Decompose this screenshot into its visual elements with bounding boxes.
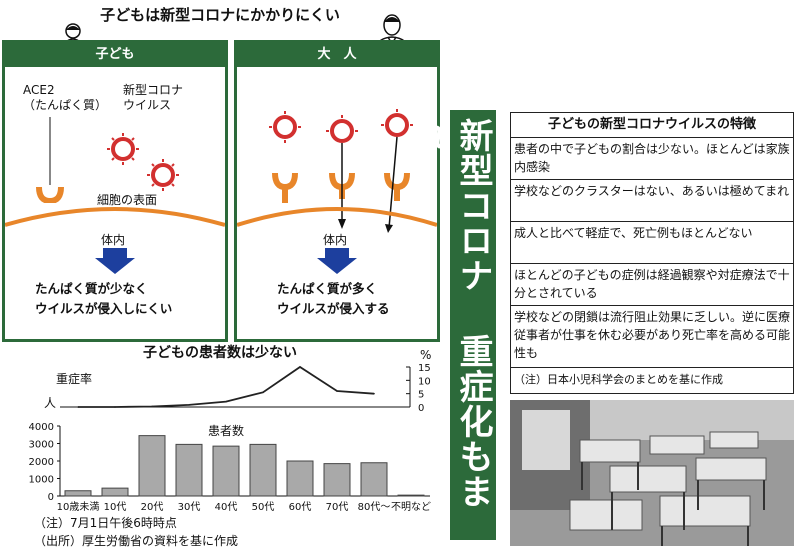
patients-category-label: 30代 xyxy=(178,501,201,513)
patients-tick-label: 2000 xyxy=(29,457,54,468)
patients-category-label: 20代 xyxy=(141,501,164,513)
chart-note-2: （出所）厚生労働省の資料を基に作成 xyxy=(34,534,239,548)
severity-axis-label: 人 xyxy=(44,396,57,410)
feature-table-title: 子どもの新型コロナウイルスの特徴 xyxy=(510,112,794,138)
severity-point xyxy=(262,391,264,394)
severity-point xyxy=(336,390,338,392)
virus-icon xyxy=(107,133,139,165)
feature-table xyxy=(510,112,794,394)
cell-surface-line xyxy=(5,207,225,227)
virus-icon xyxy=(147,159,179,191)
feature-table-note: （注）日本小児科学会のまとめを基に作成 xyxy=(514,373,723,386)
severity-unit: % xyxy=(420,348,432,362)
chart-note-1: （注）7月1日午後6時時点 xyxy=(34,516,177,530)
feature-row-4: ほとんどの子どもの症例は経過観察や対症療法で十分とされている xyxy=(510,264,794,306)
severity-label: 重症率 xyxy=(56,372,93,386)
feature-row-3: 成人と比べて軽症で、死亡例もほとんどない xyxy=(510,222,794,264)
cell-surface-line xyxy=(237,207,437,227)
top-title: 子どもは新型コロナにかかりにくい xyxy=(100,6,340,24)
feature-row-5: 学校などの閉鎖は流行阻止効果に乏しい。逆に医療従事者が仕事を休む必要があり死亡率… xyxy=(510,306,794,368)
patients-category-label: 10代 xyxy=(104,501,127,513)
headline-bar xyxy=(450,110,496,540)
severity-point xyxy=(77,406,79,408)
patients-category-label: 10歳未満 xyxy=(57,501,100,513)
patients-tick-label: 1000 xyxy=(29,475,54,486)
patients-bar xyxy=(175,443,203,497)
patients-bar xyxy=(212,445,240,497)
severity-point xyxy=(299,366,301,368)
patients-bar-chart: 0 1000 2000 3000 4000 10歳未満 10代 20代 30代 40代 50代 60代… xyxy=(29,422,431,513)
patients-bar xyxy=(64,490,92,497)
feature-row-2: 学校などのクラスターはない、あるいは極めてまれ xyxy=(510,180,794,222)
severity-point xyxy=(188,404,190,406)
headline: 新型コロナ 重症化もまれ xyxy=(407,118,493,509)
severity-tick-label: 0 xyxy=(418,403,424,414)
child-panel: 子ども ACE2 （たんぱく質） 新型コロナ ウイルス xyxy=(2,40,228,342)
ace2-label: ACE2 （たんぱく質） xyxy=(23,83,108,112)
cell-surface-label: 細胞の表面 xyxy=(97,193,158,207)
patients-tick-label: 4000 xyxy=(29,422,54,433)
patients-category-label: 40代 xyxy=(215,501,238,513)
feature-row-1: 患者の中で子どもの割合は少ない。ほとんどは家族内感染 xyxy=(510,138,794,180)
patients-bar xyxy=(286,460,314,497)
patients-bar xyxy=(101,487,129,497)
patients-bar xyxy=(138,435,166,497)
severity-point xyxy=(373,392,375,395)
inside-label: 体内 xyxy=(323,233,348,247)
down-arrow-icon xyxy=(317,248,357,274)
classroom-photo xyxy=(510,400,794,546)
patients-category-label: 80代～ xyxy=(358,501,391,513)
severity-line-chart: 0 5 10 15 xyxy=(60,363,431,414)
severity-point xyxy=(151,405,153,408)
patients-bar xyxy=(249,443,277,497)
patients-tick-label: 0 xyxy=(48,492,54,503)
patients-category-label: 70代 xyxy=(326,501,349,513)
child-cell-diagram xyxy=(36,117,179,203)
patients-bar xyxy=(323,463,351,497)
patients-category-label: 60代 xyxy=(289,501,312,513)
child-result-text: たんぱく質が少なく ウイルスが侵入しにくい xyxy=(35,281,173,316)
patients-label: 患者数 xyxy=(208,424,245,438)
patients-category-label: 不明など xyxy=(391,501,431,513)
adult-panel: 大 人 体内 たんぱく質が多く ウイルスが侵入する xyxy=(234,40,440,342)
severity-point xyxy=(225,400,227,403)
adult-panel-title: 大 人 xyxy=(237,43,437,67)
severity-tick-label: 10 xyxy=(418,376,431,387)
patients-category-label: 50代 xyxy=(252,501,275,513)
patients-bar xyxy=(360,462,388,497)
virus-label: 新型コロナ ウイルス xyxy=(123,83,184,112)
down-arrow-icon xyxy=(95,248,135,274)
inside-label: 体内 xyxy=(101,233,126,247)
severity-tick-label: 5 xyxy=(418,390,424,401)
virus-icon xyxy=(273,113,409,143)
chart-title: 子どもの患者数は少ない xyxy=(143,345,297,361)
child-panel-title: 子ども xyxy=(5,43,225,67)
patients-tick-label: 3000 xyxy=(29,440,54,451)
severity-tick-label: 15 xyxy=(418,363,431,374)
adult-result-text: たんぱく質が多く ウイルスが侵入する xyxy=(277,281,390,316)
adult-cell-diagram xyxy=(269,109,413,233)
patients-bar xyxy=(397,494,425,497)
severity-point xyxy=(114,406,116,408)
